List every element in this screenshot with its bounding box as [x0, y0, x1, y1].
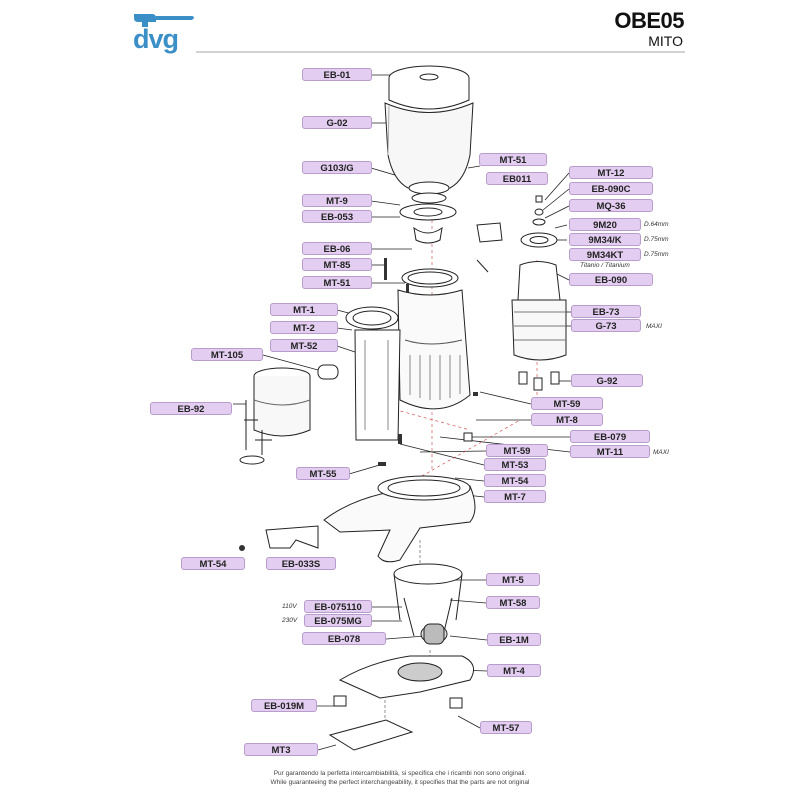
label-mt-59-a: MT-59: [531, 397, 603, 410]
label-mt-51-a: MT-51: [302, 276, 372, 289]
label-g-73: G-73: [571, 319, 641, 332]
label-mt-54-b: MT-54: [181, 557, 245, 570]
label-mt-59-b: MT-59: [486, 444, 548, 457]
note-d64: D.64mm: [644, 221, 669, 228]
label-mt-53: MT-53: [484, 458, 546, 471]
label-eb-053: EB-053: [302, 210, 372, 223]
label-eb-92: EB-92: [150, 402, 232, 415]
label-mq-36: MQ-36: [569, 199, 653, 212]
label-9m34kt: 9M34KT: [569, 248, 641, 261]
label-eb-73: EB-73: [571, 305, 641, 318]
label-mt-51-b: MT-51: [479, 153, 547, 166]
note-110v: 110V: [282, 603, 297, 610]
footer-english: While guaranteeing the perfect interchan…: [270, 779, 530, 786]
portafilter-logo-icon: [134, 14, 194, 27]
label-eb-079: EB-079: [570, 430, 650, 443]
label-9m20: 9M20: [569, 218, 641, 231]
model-name: MITO: [648, 33, 683, 49]
label-eb-06: EB-06: [302, 242, 372, 255]
label-mt-7: MT-7: [484, 490, 546, 503]
label-mt-12: MT-12: [569, 166, 653, 179]
label-eb-033s: EB-033S: [266, 557, 336, 570]
label-9m34-k: 9M34/K: [569, 233, 641, 246]
label-eb-090c: EB-090C: [569, 182, 653, 195]
label-mt-54-a: MT-54: [484, 474, 546, 487]
label-mt-4: MT-4: [487, 664, 541, 677]
note-maxi-2: MAXI: [653, 449, 669, 456]
label-eb-019m: EB-019M: [251, 699, 317, 712]
note-titanio: Titanio / Titanium: [580, 262, 630, 269]
label-mt-58: MT-58: [486, 596, 540, 609]
label-mt-52: MT-52: [270, 339, 338, 352]
note-d75-b: D.75mm: [644, 251, 669, 258]
label-g-92: G-92: [571, 374, 643, 387]
brand-name: dvg: [133, 24, 179, 54]
label-eb-1m: EB-1M: [487, 633, 541, 646]
label-eb-090: EB-090: [569, 273, 653, 286]
note-230v: 230V: [282, 617, 298, 624]
label-eb-075mg: EB-075MG: [304, 614, 372, 627]
label-g-02: G-02: [302, 116, 372, 129]
label-mt-8: MT-8: [531, 413, 603, 426]
label-eb011: EB011: [486, 172, 548, 185]
model-code: OBE05: [614, 8, 684, 33]
label-mt-5: MT-5: [486, 573, 540, 586]
note-maxi-1: MAXI: [646, 323, 662, 330]
label-mt3: MT3: [244, 743, 318, 756]
label-mt-85: MT-85: [302, 258, 372, 271]
label-mt-2: MT-2: [270, 321, 338, 334]
label-mt-11: MT-11: [570, 445, 650, 458]
label-mt-57: MT-57: [480, 721, 532, 734]
label-eb-01: EB-01: [302, 68, 372, 81]
label-mt-1: MT-1: [270, 303, 338, 316]
label-mt-55: MT-55: [296, 467, 350, 480]
label-g103-g: G103/G: [302, 161, 372, 174]
label-eb-078: EB-078: [302, 632, 386, 645]
label-mt-9: MT-9: [302, 194, 372, 207]
note-d75-a: D.75mm: [644, 236, 669, 243]
label-mt-105: MT-105: [191, 348, 263, 361]
label-eb-075110: EB-075110: [304, 600, 372, 613]
footer-italian: Pur garantendo la perfetta intercambiabi…: [273, 770, 527, 777]
